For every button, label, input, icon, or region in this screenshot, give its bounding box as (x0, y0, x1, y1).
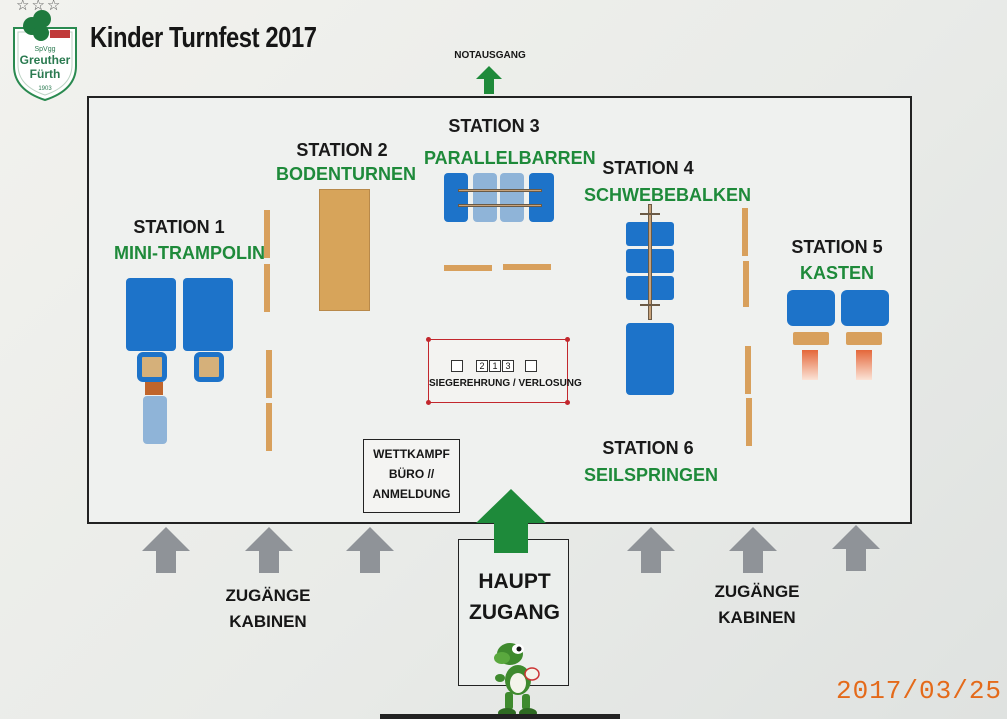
bench (266, 350, 272, 398)
podium-1: 1 (489, 360, 501, 372)
station-5-name: KASTEN (799, 263, 874, 283)
floor-mat (319, 189, 370, 311)
springboard-right (856, 350, 872, 380)
entrance-arrow-icon (142, 527, 190, 573)
station-1-number: STATION 1 (133, 217, 225, 237)
club-logo: SpVgg Greuther Fürth 1903 (13, 10, 77, 102)
siegerehrung-area: 2 1 3 SIEGEREHRUNG / VERLOSUNG (426, 337, 582, 405)
mini-trampoline-right (194, 352, 224, 382)
parallel-bar-bottom (458, 204, 542, 207)
trampoline-mat-right (183, 278, 233, 351)
bars-mat-right (529, 173, 554, 222)
corner-dot (426, 337, 431, 342)
kasten-mat-right (841, 290, 889, 326)
entrance-arrow-icon (729, 527, 777, 573)
siegerehrung-label: SIEGEREHRUNG / VERLOSUNG (429, 378, 582, 389)
page-title: Kinder Turnfest 2017 (90, 22, 317, 54)
station-3-number: STATION 3 (448, 116, 540, 136)
beam-landing-mat (626, 323, 674, 395)
bars-mat-left (444, 173, 468, 222)
zugaenge-right-line1: ZUGÄNGE (714, 582, 800, 601)
bench (503, 264, 551, 270)
entrance-arrow-icon (245, 527, 293, 573)
balance-beam (648, 204, 652, 320)
station-1-name: MINI-TRAMPOLIN (114, 243, 265, 263)
station-4-number: STATION 4 (602, 158, 694, 178)
kasten-mat-left (787, 290, 835, 326)
bench (745, 346, 751, 394)
zugaenge-right-line2: KABINEN (718, 608, 796, 627)
zugaenge-left-line2: KABINEN (229, 612, 307, 631)
wettkampf-buero: WETTKAMPF BÜRO // ANMELDUNG (363, 439, 460, 513)
vaulting-box-right (846, 332, 882, 345)
zugaenge-kabinen-right: ZUGÄNGE KABINEN (707, 579, 807, 631)
wettkampf-line2: BÜRO // (388, 467, 435, 481)
notausgang-label: NOTAUSGANG (454, 50, 526, 61)
bench (264, 264, 270, 312)
wettkampf-line3: ANMELDUNG (372, 487, 451, 501)
beam-foot (640, 304, 660, 306)
zugaenge-left-line1: ZUGÄNGE (225, 586, 311, 605)
corner-dot (565, 400, 570, 405)
zugaenge-kabinen-left: ZUGÄNGE KABINEN (218, 583, 318, 635)
corner-dot (565, 337, 570, 342)
logo-line2: Greuther (20, 53, 71, 67)
landing-mat (143, 396, 167, 444)
station-5-number: STATION 5 (791, 237, 883, 257)
springboard (145, 382, 163, 395)
bench (743, 261, 749, 307)
bench (742, 208, 748, 256)
corner-dot (426, 400, 431, 405)
bench (746, 398, 752, 446)
logo-line1: SpVgg (34, 46, 55, 53)
mini-trampoline-left (137, 352, 167, 382)
springboard-left (802, 350, 818, 380)
podium-empty (451, 360, 463, 372)
entrance-arrow-icon (832, 525, 880, 571)
bench (444, 265, 492, 271)
station-6-name: SEILSPRINGEN (584, 465, 719, 485)
station-2-number: STATION 2 (296, 140, 388, 160)
wettkampf-line1: WETTKAMPF (373, 447, 450, 461)
station-4-name: SCHWEBEBALKEN (584, 185, 752, 205)
main-entrance-arrow-icon (476, 489, 546, 553)
station-6-number: STATION 6 (602, 438, 694, 458)
bench (264, 210, 270, 258)
haupt-line2: ZUGANG (469, 601, 560, 624)
beam-foot (640, 213, 660, 215)
stars-icon: ☆☆☆ (16, 0, 63, 14)
logo-line3: Fürth (30, 67, 61, 81)
bars-mat-mid-right (500, 173, 524, 222)
logo-line4: 1903 (38, 86, 52, 92)
mascot-icon (494, 643, 540, 718)
podium-empty (525, 360, 537, 372)
haupt-line1: HAUPT (478, 570, 551, 593)
vaulting-box-left (793, 332, 829, 345)
entrance-arrow-icon (346, 527, 394, 573)
podium-3: 3 (502, 360, 514, 372)
podium-2: 2 (476, 360, 488, 372)
emergency-exit-arrow-icon (476, 66, 502, 94)
hauptzugang-label: HAUPT ZUGANG (459, 566, 570, 628)
station-2-name: BODENTURNEN (276, 164, 417, 184)
frame-edge (380, 714, 620, 719)
parallel-bar-top (458, 189, 542, 192)
station-3-name: PARALLELBARREN (424, 148, 596, 168)
trampoline-mat-left (126, 278, 176, 351)
entrance-arrow-icon (627, 527, 675, 573)
bars-mat-mid-left (473, 173, 497, 222)
bench (266, 403, 272, 451)
photo-date-stamp: 2017/03/25 (836, 676, 1003, 706)
